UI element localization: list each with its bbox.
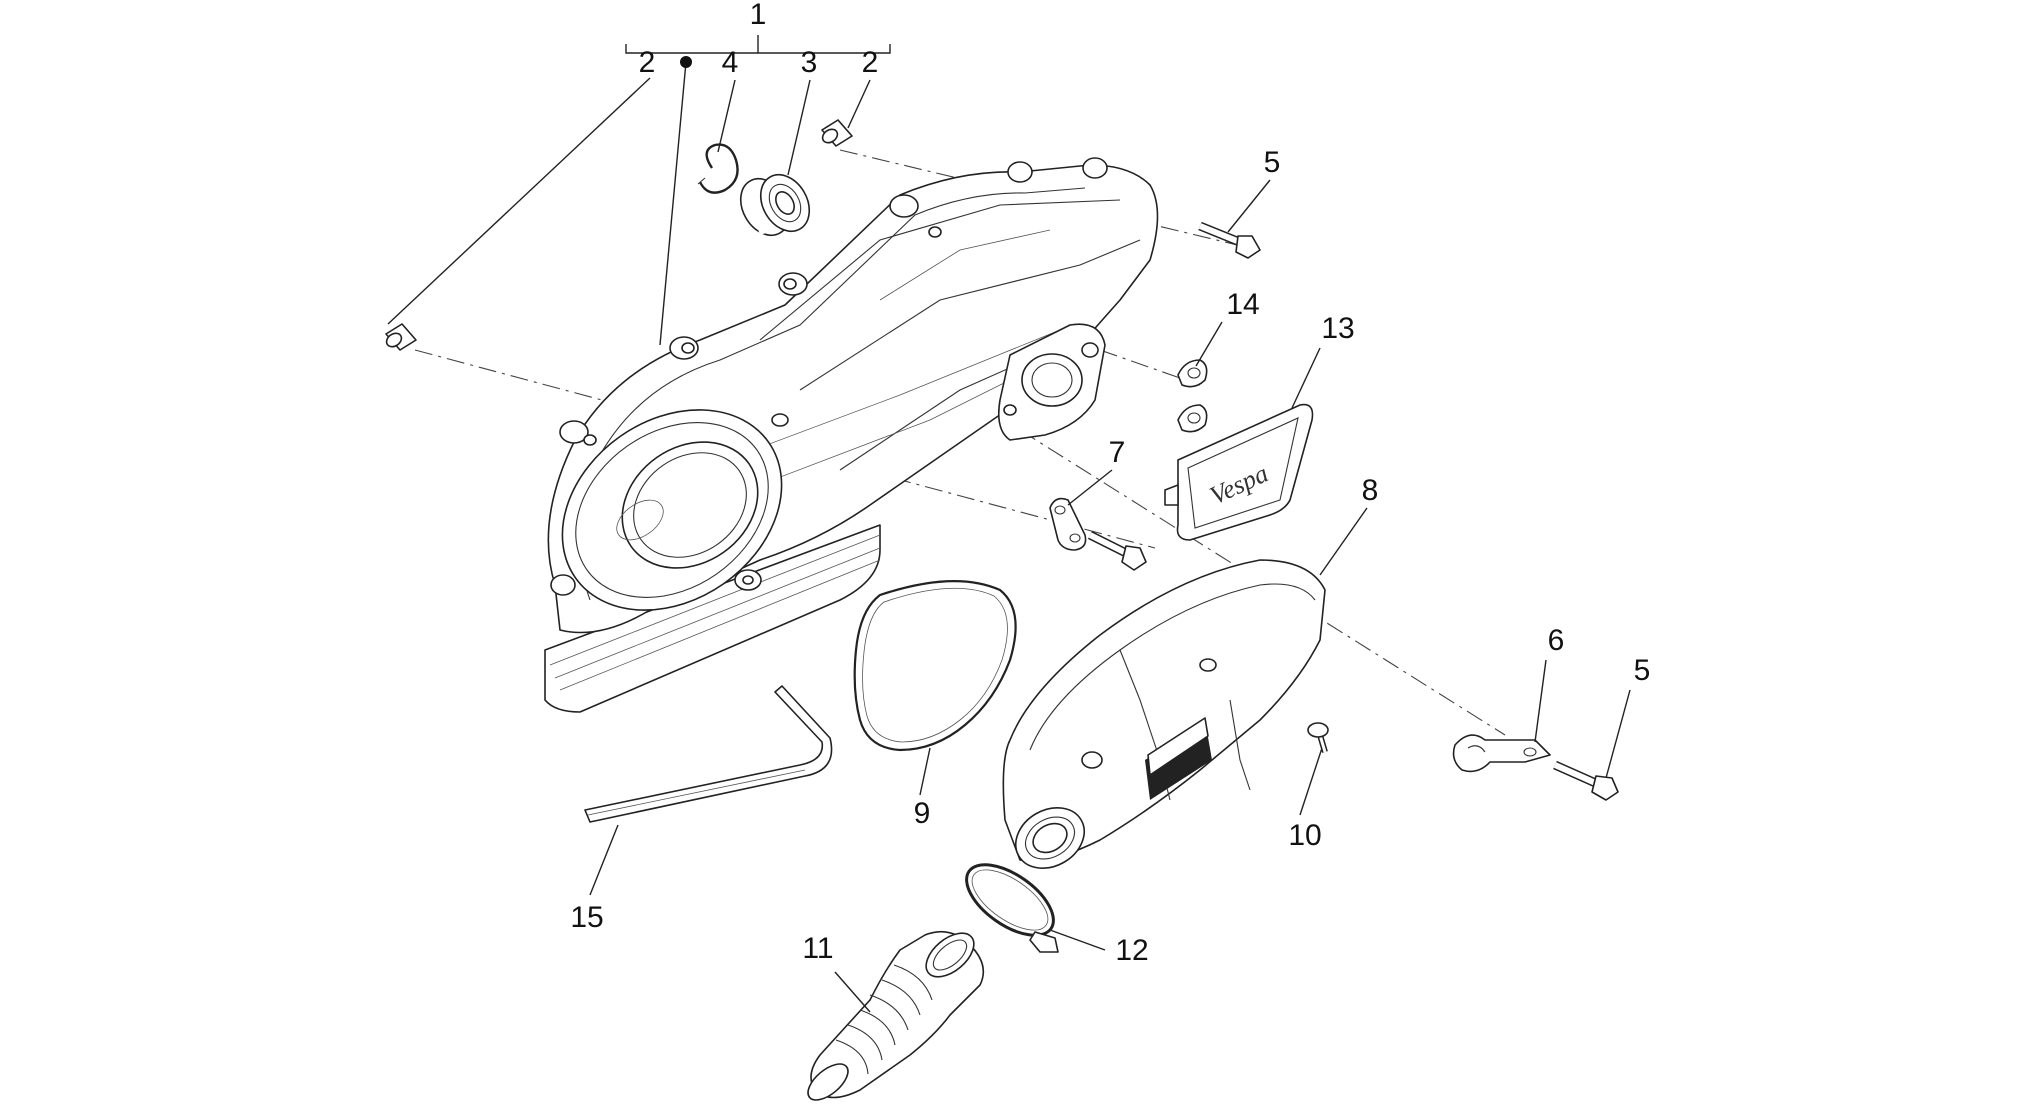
bolt-upper (1198, 221, 1261, 259)
callout-1: 1 (750, 0, 767, 31)
hex-key (584, 685, 833, 823)
logo-plate: Vespa (1164, 403, 1314, 541)
circlip (697, 143, 739, 194)
callout-9: 9 (914, 797, 931, 830)
dowel-pin-right (821, 119, 853, 147)
axis-lower-bolt (1019, 429, 1506, 736)
callout-15: 15 (570, 901, 603, 934)
cover-lower-rim (544, 524, 881, 713)
callout-7: 7 (1109, 436, 1126, 469)
bolt-lower (1553, 760, 1619, 801)
axis-grommet (1099, 349, 1201, 386)
callout-2-left: 2 (639, 46, 656, 79)
bullet-dot (680, 56, 692, 68)
clip-bracket (1452, 734, 1551, 773)
callout-2-right: 2 (862, 46, 879, 79)
screw-small (1307, 722, 1329, 753)
callout-4: 4 (722, 46, 739, 79)
filter-gasket (853, 580, 1017, 752)
air-filter-housing (1002, 559, 1326, 869)
callout-labels: 1 2 4 3 2 5 14 13 7 8 6 5 9 10 15 11 12 (570, 0, 1650, 967)
callout-6: 6 (1548, 624, 1565, 657)
intake-bellows (807, 930, 985, 1101)
callout-12: 12 (1115, 934, 1148, 967)
callout-10: 10 (1288, 819, 1321, 852)
bracket-small (1049, 497, 1087, 551)
callout-3: 3 (801, 46, 818, 79)
dowel-pin-left (385, 323, 417, 351)
callout-11: 11 (802, 932, 833, 965)
transmission-cover (544, 157, 1159, 713)
rubber-grommets (1177, 359, 1208, 433)
callout-13: 13 (1321, 312, 1354, 345)
leader-lines (387, 35, 1631, 1013)
callout-5-upper: 5 (1264, 146, 1281, 179)
callout-5-lower: 5 (1634, 654, 1651, 687)
bearing (739, 173, 811, 237)
callout-14: 14 (1226, 288, 1259, 321)
hose-clamp (965, 863, 1059, 953)
axis-main-cover (414, 349, 1156, 549)
callout-8: 8 (1362, 474, 1379, 507)
bolt-bracket (1087, 530, 1147, 571)
